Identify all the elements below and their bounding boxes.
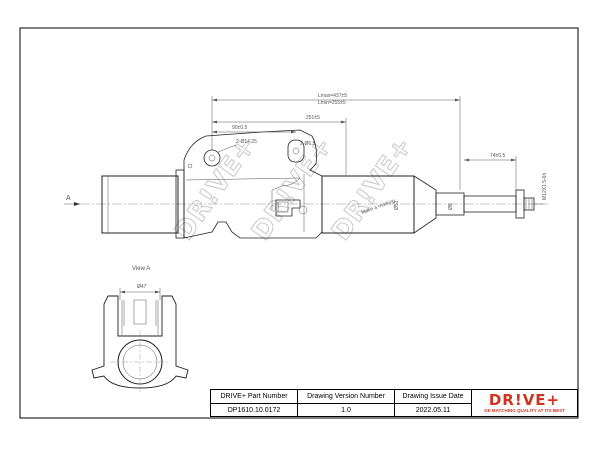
version-label: Drawing Version Number <box>298 390 394 404</box>
version-cell: Drawing Version Number 1.0 <box>298 390 395 416</box>
dim-min-label: Lmin=255±5 <box>318 100 346 106</box>
logo: DR!VE+ OE MATCHING QUALITY AT ITS BEST <box>472 390 577 416</box>
dim-max-label: Lmax=437±5 <box>318 93 347 99</box>
part-number-cell: DRIVE+ Part Number DP1610.10.0172 <box>211 390 298 416</box>
dim-holes-label: 2-Ø14.25 <box>236 139 257 145</box>
part-number-label: DRIVE+ Part Number <box>211 390 297 404</box>
direction-label: A <box>66 195 71 202</box>
dim-thread-label: M12X1.5-6h <box>542 173 548 200</box>
logo-tagline: OE MATCHING QUALITY AT ITS BEST <box>484 407 565 413</box>
body-taper <box>413 175 437 234</box>
sheet-frame <box>19 27 579 419</box>
dim-rod-dia-label: Ø8 <box>448 203 454 210</box>
dim-hole-small-label: 2-Ø6.5 <box>300 141 316 147</box>
title-block: DRIVE+ Part Number DP1610.10.0172 Drawin… <box>210 389 578 417</box>
logo-text: DR!VE+ <box>488 390 561 409</box>
issue-date-value: 2022.05.11 <box>415 406 451 414</box>
dim-90-label: 90±0.5 <box>232 125 247 131</box>
marking-tab <box>275 199 301 217</box>
dim-body-dia-label: Ø51 <box>394 200 400 210</box>
lower-tube <box>101 175 179 234</box>
knuckle-bracket <box>183 129 323 239</box>
view-a-outline <box>91 295 189 389</box>
view-a-label: View A <box>132 266 150 272</box>
issue-date-label: Drawing Issue Date <box>395 390 471 404</box>
upper-body <box>321 175 415 234</box>
part-number-value: DP1610.10.0172 <box>227 406 281 414</box>
dim-251-label: 251±5 <box>306 115 320 121</box>
dim-bracket-label: Ø47 <box>137 284 147 290</box>
issue-date-cell: Drawing Issue Date 2022.05.11 <box>395 390 472 416</box>
view-arrow-head <box>74 202 80 206</box>
dim-74-label: 74±0.5 <box>490 153 505 159</box>
watermark: DR!VE+ <box>326 131 419 246</box>
bracket-slot <box>287 139 305 163</box>
version-value: 1.0 <box>341 406 351 414</box>
